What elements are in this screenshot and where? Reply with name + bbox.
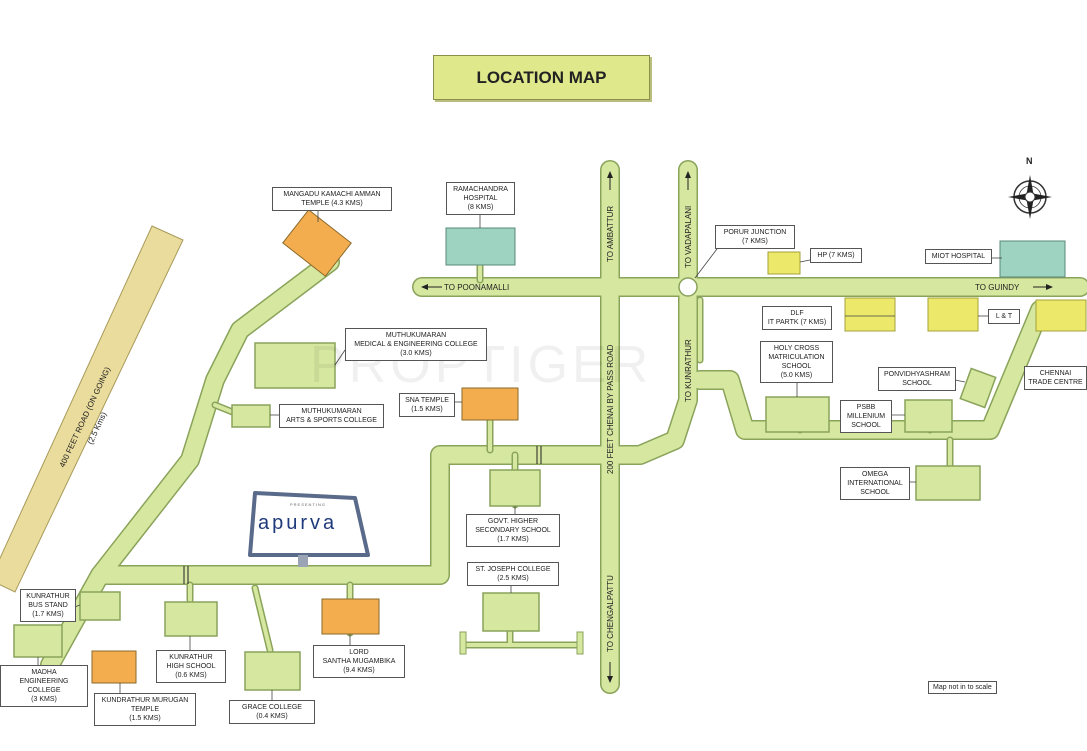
label-madha: MADHA ENGINEERING COLLEGE (3 Kms) xyxy=(0,665,88,707)
label-holy-cross: HOLY CROSS MATRICULATION SCHOOL (5.0 Kms… xyxy=(760,341,833,383)
road-label-vadapalani: TO VADAPALANI xyxy=(684,206,693,268)
north-label: N xyxy=(1026,156,1033,166)
brand-prefix: PRESENTING xyxy=(290,502,327,507)
buildings-yellow xyxy=(767,251,1087,332)
road-400-feet xyxy=(0,225,184,593)
label-mangadu: MANGADU KAMACHI AMMAN TEMPLE (4.3 Kms) xyxy=(272,187,392,211)
scale-note: Map not in to scale xyxy=(928,681,997,694)
label-miot: MIOT HOSPITAL xyxy=(925,249,992,264)
road-label-guindy: TO GUINDY xyxy=(975,283,1020,292)
label-ponvidhyashram: PONVIDHYASHRAM SCHOOL xyxy=(878,367,956,391)
label-kunrathur-bus-stand: KUNRATHUR BUS STAND (1.7 Kms) xyxy=(20,589,76,622)
buildings-teal xyxy=(445,227,1066,278)
label-grace: GRACE COLLEGE (0.4 Kms) xyxy=(229,700,315,724)
label-santha: LORD SANTHA MUGAMBIKA (9.4 Kms) xyxy=(313,645,405,678)
road-end-cap xyxy=(576,631,584,655)
label-lt: L & T xyxy=(988,309,1020,324)
label-omega: OMEGA INTERNATIONAL SCHOOL xyxy=(840,467,910,500)
label-muthukumaran-engineering: MUTHUKUMARAN MEDICAL & ENGINEERING COLLE… xyxy=(345,328,487,361)
label-st-joseph: St. JOSEPH COLLEGE (2.5 Kms) xyxy=(467,562,559,586)
road-label-ambattur: TO AMBATTUR xyxy=(606,206,615,262)
label-psbb: PSBB MILLENIUM SCHOOL xyxy=(840,400,892,433)
bridge-marks xyxy=(183,446,542,584)
label-ramachandra: RAMACHANDRA HOSPITAL (8 Kms) xyxy=(446,182,515,215)
label-govt-school: GOVT. HIGHER SECONDARY SCHOOL (1.7 Kms) xyxy=(466,514,560,547)
label-dlf: DLF IT PARTK (7 Kms) xyxy=(762,306,832,330)
label-hp: HP (7 Kms) xyxy=(810,248,862,263)
label-sna-temple: SNA TEMPLE (1.5 Kms) xyxy=(399,393,455,417)
buildings-orange xyxy=(91,209,519,684)
brand-logo: apurva xyxy=(258,512,338,534)
label-porur-junction: PORUR JUNCTION (7 Kms) xyxy=(715,225,795,249)
label-murugan-temple: KUNDRATHUR MURUGAN TEMPLE (1.5 Kms) xyxy=(94,693,196,726)
road-label-kunrathur: TO KUNRATHUR xyxy=(684,339,693,402)
road-label-bypass: 200 FEET CHENAI BY PASS ROAD xyxy=(606,344,615,474)
compass-icon xyxy=(1008,175,1052,219)
apurva-sign xyxy=(248,491,370,557)
porur-junction-circle xyxy=(678,277,698,297)
label-muthukumaran-arts: MUTHUKUMARAN ARTS & SPORTS COLLEGE xyxy=(279,404,384,428)
buildings-green xyxy=(13,342,997,691)
road-label-poonamalli: TO POONAMALLI xyxy=(444,283,509,292)
road-label-chengalpattu: TO CHENGALPATTU xyxy=(606,575,615,652)
road-end-cap xyxy=(459,631,467,655)
label-kunrathur-high: KUNRATHUR HIGH SCHOOL (0.6 Kms) xyxy=(156,650,226,683)
map-title: LOCATION MAP xyxy=(433,55,650,100)
label-chennai-trade: CHENNAI TRADE CENTRE xyxy=(1024,366,1087,390)
